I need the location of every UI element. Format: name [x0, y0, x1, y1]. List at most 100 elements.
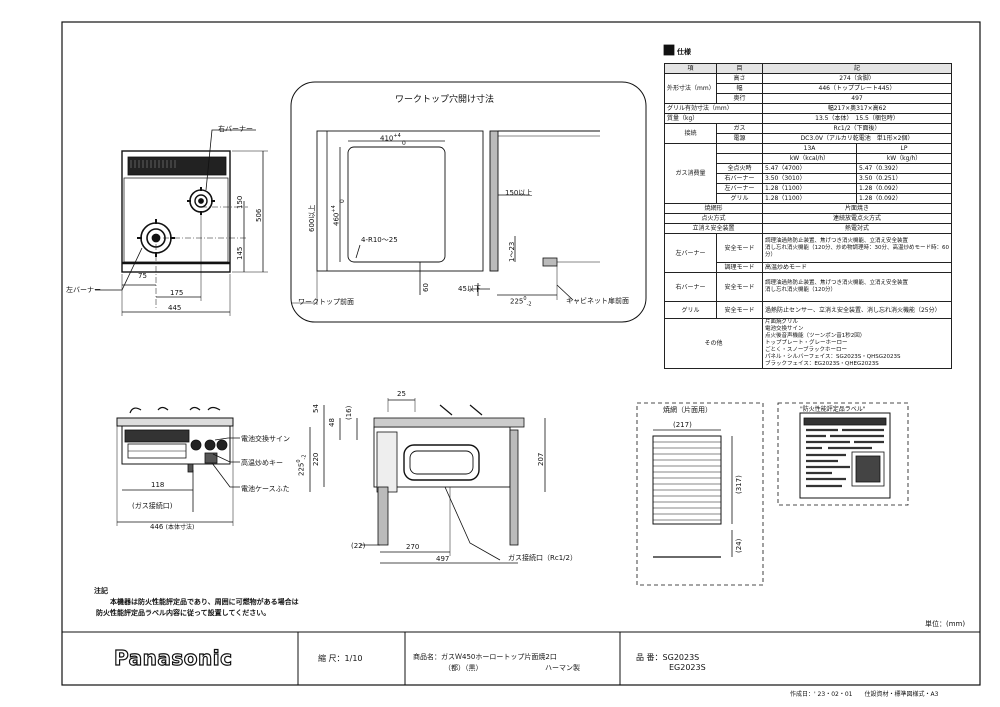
dim-1-23: 1～23: [508, 241, 516, 262]
dim-506: 506: [255, 208, 263, 222]
dim-16: (16): [345, 405, 353, 420]
spec-gr-safety-label: 安全モード: [716, 301, 763, 319]
spec-col-item: 項: [664, 63, 717, 74]
label-high-temp-key: 高温炒めキー: [241, 459, 283, 467]
spec-total-lp: 5.47（0.392）: [855, 163, 953, 174]
spec-col-val: 記: [761, 63, 953, 74]
spec-width-val: 446（トッププレート445）: [761, 83, 953, 94]
spec-grill-lp: 1.28（0.092）: [855, 193, 953, 204]
spec-cons-label: ガス消費量: [664, 143, 717, 204]
label-box: [777, 402, 909, 506]
dim-217: (217): [673, 421, 692, 429]
spec-weight-val: 13.5（本体） 15.5（梱包時）: [761, 113, 953, 124]
spec-left-label: 左バーナー: [716, 183, 763, 194]
spec-depth-label: 奥行: [716, 93, 763, 104]
label-box-title: "防火性能評定品ラベル": [800, 406, 866, 413]
label-gas-port: (ガス接続口): [132, 502, 173, 510]
side-view: [309, 398, 546, 564]
spec-col-sub: 目: [716, 63, 763, 74]
spec-rb-safety-label: 安全モード: [716, 272, 763, 302]
dim-460-tol: 0: [339, 199, 346, 203]
dim-150-min: 150以上: [505, 189, 533, 197]
dim-54: 54: [312, 404, 320, 413]
front-view: [116, 406, 240, 526]
cutout-title: ワークトップ穴開け寸法: [395, 95, 495, 105]
spec-gr-label: グリル: [664, 301, 717, 319]
dim-24: (24): [735, 538, 743, 553]
top-view-left: [95, 129, 268, 316]
label-gas-connection: ガス接続口（Rc1/2）: [508, 554, 577, 562]
dim-460: 460+4: [331, 205, 341, 226]
spec-lb-cook: 高温炒めモード: [761, 262, 953, 273]
spec-ignition-label: 点火方式: [664, 213, 763, 224]
dim-48: 48: [328, 418, 336, 427]
spec-left-13a: 1.28（1100）: [762, 183, 857, 194]
spec-flame-val: 熱電対式: [761, 223, 953, 234]
spec-grill-type-val: 片面焼き: [761, 203, 953, 214]
spec-rb-label: 右バーナー: [664, 272, 717, 302]
spec-gas-val: Rc1/2（下面後）: [761, 123, 953, 134]
dim-radius: 4-R10～25: [361, 236, 398, 244]
spec-lb-safety-label: 安全モード: [716, 233, 763, 263]
model-2: EG2023S: [669, 663, 706, 672]
scale-label: 縮 尺：1/10: [318, 654, 363, 663]
spec-grill-13a: 1.28（1100）: [762, 193, 857, 204]
spec-grill-type-label: 焼網形: [664, 203, 763, 214]
notes-line-2: 防火性能評定品ラベル内容に従って設置してください。: [96, 609, 271, 617]
spec-right-label: 右バーナー: [716, 173, 763, 184]
dim-75: 75: [138, 272, 147, 280]
spec-other: 片面焼グリル 電池交換サイン 点火後音声機能（ツーンポン音1秒2回） トッププレ…: [761, 318, 953, 369]
spec-gas-label: ガス: [716, 123, 763, 134]
spec-power-label: 電源: [716, 133, 763, 144]
spec-unit-lp: kW（kg/h）: [855, 153, 953, 164]
dim-150: 150: [236, 195, 244, 209]
label-worktop-front: ワークトップ前面: [298, 298, 354, 306]
spec-table: 項 目 記 外形寸法（mm） 高さ 274（含脚） 幅 446（トッププレート4…: [664, 63, 953, 369]
spec-lb-label: 左バーナー: [664, 233, 717, 273]
spec-col-lp: LP: [855, 143, 953, 154]
spec-grill-dims-label: グリル有効寸法（mm）: [664, 103, 763, 114]
brand-logo: Panasonic: [113, 645, 233, 670]
dim-220: 220: [312, 452, 320, 466]
label-battery-sign: 電池交換サイン: [241, 435, 290, 443]
dim-45: 45以下: [458, 285, 481, 293]
spec-right-13a: 3.50（3010）: [762, 173, 857, 184]
notes-line-1: 本機器は防火性能評定品であり、周囲に可燃物がある場合は: [110, 598, 299, 606]
spec-lb-safety: 調理油過熱防止装置、焦げつき消火機能、立消え安全装置消し忘れ消火機能（120分、…: [761, 233, 953, 263]
spec-depth-val: 497: [761, 93, 953, 104]
dim-60: 60: [422, 283, 430, 292]
label-right-burner: 右バーナー: [218, 125, 253, 133]
spec-other-label: その他: [664, 318, 763, 369]
spec-rb-safety: 調理油過熱防止装置、焦げつき消火機能、立消え安全装置消し忘れ消火機能（120分）: [761, 272, 953, 302]
cutout-diagram: [290, 81, 647, 323]
spec-height-val: 274（含脚）: [761, 73, 953, 84]
spec-right-lp: 3.50（0.251）: [855, 173, 953, 184]
footer-date: 作成日：' 23・02・01 住設資材・標準図様式・A3: [790, 691, 939, 698]
spec-grill-dims-val: 幅217×奥317×高62: [761, 103, 953, 114]
spec-width-label: 幅: [716, 83, 763, 94]
dim-118: 118: [151, 481, 165, 489]
label-cabinet-front: キャビネット扉前面: [566, 297, 629, 305]
dim-446: 446 (本体寸法): [150, 523, 195, 531]
spec-grill-label: グリル: [716, 193, 763, 204]
spec-left-lp: 1.28（0.092）: [855, 183, 953, 194]
grill-title: 焼網（片面用）: [663, 406, 712, 414]
dim-175: 175: [170, 289, 184, 297]
dim-317: (317): [735, 475, 743, 494]
maker-label: ハーマン製: [545, 664, 580, 672]
spec-weight-label: 質量（kg）: [664, 113, 763, 124]
spec-lb-cook-label: 調理モード: [716, 262, 763, 273]
dim-22: (22): [351, 542, 366, 550]
notes-heading: 注記: [94, 587, 108, 595]
spec-total-13a: 5.47（4700）: [762, 163, 857, 174]
dim-145: 145: [236, 246, 244, 260]
dim-207: 207: [537, 452, 545, 466]
grill-net: [636, 402, 764, 586]
spec-flame-label: 立消え安全装置: [664, 223, 763, 234]
spec-heading: 仕様: [677, 48, 691, 56]
spec-ignition-val: 連続放電点火方式: [761, 213, 953, 224]
product-name: 商品名：ガスＷ450ホーロートップ片面焼2口: [413, 653, 557, 661]
dim-445: 445: [168, 304, 182, 312]
label-battery-cover: 電池ケースふた: [241, 485, 290, 493]
